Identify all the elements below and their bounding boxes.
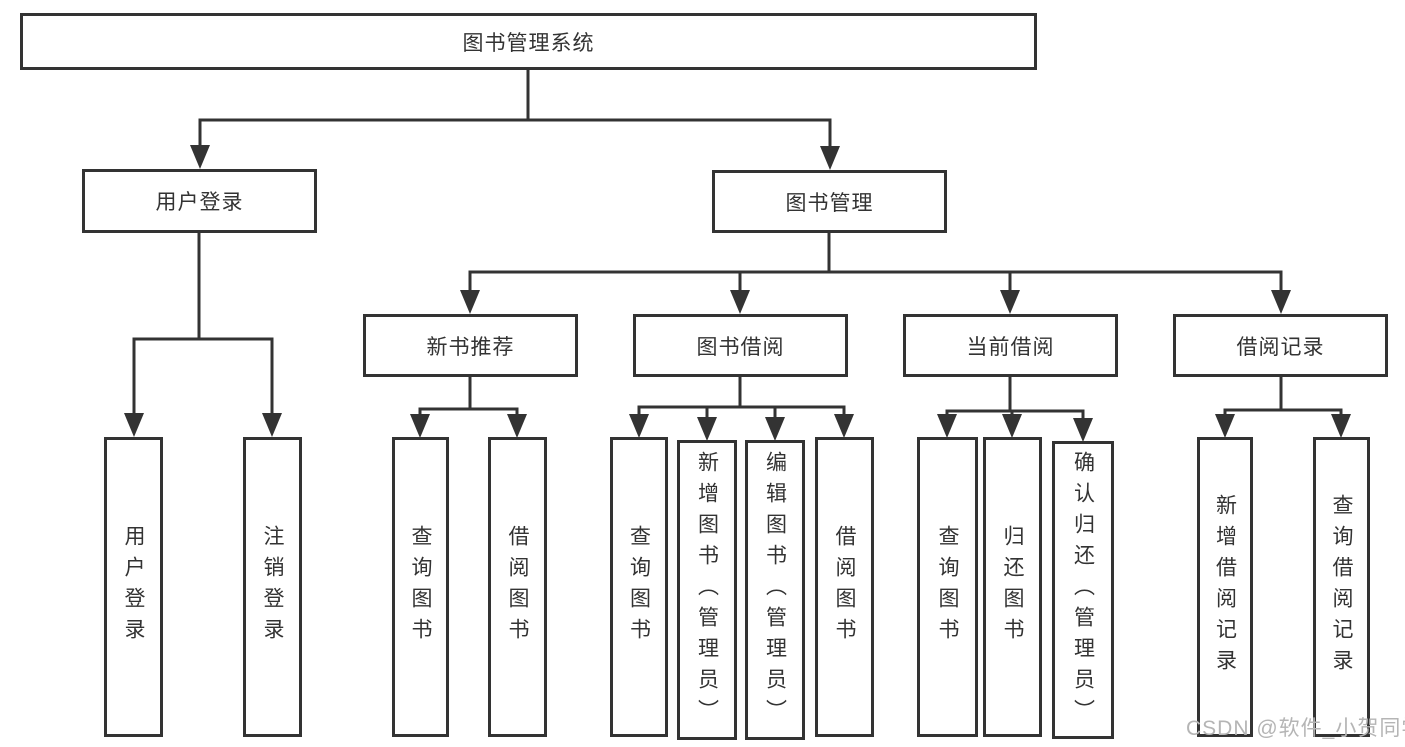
leaf-borrow-query-book-label: 查询图书: [627, 525, 651, 649]
arrow-current-return: [1002, 414, 1022, 438]
leaf-record-query-record-label: 查询借阅记录: [1330, 494, 1353, 680]
leaf-newrec-query-book: 查询图书: [392, 437, 449, 737]
arrow-records-add: [1215, 414, 1235, 438]
leaf-borrow-borrow-book: 借阅图书: [815, 437, 874, 737]
connector-new-book-recommend-children: [410, 377, 527, 438]
leaf-newrec-borrow-book: 借阅图书: [488, 437, 547, 737]
connector-book-management-children: [460, 233, 1291, 314]
leaf-record-query-record: 查询借阅记录: [1313, 437, 1370, 737]
arrow-to-leaf-user-login: [124, 413, 144, 437]
node-book-management: 图书管理: [712, 170, 947, 233]
node-book-borrow: 图书借阅: [633, 314, 848, 377]
leaf-current-return-book-label: 归还图书: [1001, 525, 1024, 649]
leaf-newrec-query-book-label: 查询图书: [409, 525, 432, 649]
connector-user-login-children: [124, 233, 282, 437]
arrow-to-leaf-logout: [262, 413, 282, 437]
leaf-current-return-book: 归还图书: [983, 437, 1042, 737]
node-root: 图书管理系统: [20, 13, 1037, 70]
arrow-borrow-query: [629, 414, 649, 438]
connector-root-to-level2: [190, 68, 840, 170]
leaf-current-confirm-return-admin: 确认归还（管理员）: [1052, 441, 1114, 739]
arrow-newrec-borrow: [507, 414, 527, 438]
arrow-to-borrow-records: [1271, 290, 1291, 314]
leaf-borrow-add-book-admin: 新增图书（管理员）: [677, 440, 737, 740]
leaf-borrow-edit-book-admin: 编辑图书（管理员）: [745, 440, 805, 740]
node-user-login: 用户登录: [82, 169, 317, 233]
node-root-label: 图书管理系统: [462, 31, 595, 55]
leaf-borrow-query-book: 查询图书: [610, 437, 668, 737]
node-book-borrow-label: 图书借阅: [696, 335, 785, 359]
connector-borrow-records-children: [1215, 377, 1351, 438]
node-current-borrow: 当前借阅: [903, 314, 1118, 377]
arrow-records-query: [1331, 414, 1351, 438]
arrow-current-confirm: [1073, 418, 1093, 442]
connector-book-borrow-children: [629, 377, 854, 441]
leaf-logout-label: 注销登录: [261, 525, 284, 649]
leaf-record-add-record: 新增借阅记录: [1197, 437, 1253, 737]
arrow-borrow-add: [697, 417, 717, 441]
node-current-borrow-label: 当前借阅: [966, 335, 1055, 359]
arrow-to-user-login: [190, 145, 210, 169]
leaf-user-login: 用户登录: [104, 437, 163, 737]
arrow-to-book-management: [820, 146, 840, 170]
node-new-book-recommend-label: 新书推荐: [426, 335, 515, 359]
leaf-record-add-record-label: 新增借阅记录: [1213, 494, 1237, 680]
watermark: CSDN @软件_小贺同学: [1186, 717, 1405, 740]
node-new-book-recommend: 新书推荐: [363, 314, 578, 377]
arrow-newrec-query: [410, 414, 430, 438]
leaf-borrow-edit-book-admin-label: 编辑图书（管理员）: [763, 450, 787, 730]
node-book-management-label: 图书管理: [785, 191, 874, 215]
leaf-newrec-borrow-book-label: 借阅图书: [506, 525, 529, 649]
arrow-current-query: [937, 414, 957, 438]
leaf-logout: 注销登录: [243, 437, 302, 737]
node-borrow-records: 借阅记录: [1173, 314, 1388, 377]
leaf-borrow-add-book-admin-label: 新增图书（管理员）: [695, 450, 719, 730]
node-user-login-label: 用户登录: [155, 191, 244, 214]
arrow-borrow-edit: [765, 417, 785, 441]
node-borrow-records-label: 借阅记录: [1236, 335, 1325, 359]
arrow-to-current-borrow: [1000, 290, 1020, 314]
leaf-user-login-label: 用户登录: [122, 525, 145, 649]
arrow-to-book-borrow: [730, 290, 750, 314]
connector-current-borrow-children: [937, 377, 1093, 442]
leaf-current-confirm-return-admin-label: 确认归还（管理员）: [1071, 450, 1095, 730]
leaf-borrow-borrow-book-label: 借阅图书: [833, 525, 856, 649]
leaf-current-query-book-label: 查询图书: [936, 525, 959, 649]
arrow-borrow-borrow: [834, 414, 854, 438]
arrow-to-new-book-recommend: [460, 290, 480, 314]
leaf-current-query-book: 查询图书: [917, 437, 978, 737]
